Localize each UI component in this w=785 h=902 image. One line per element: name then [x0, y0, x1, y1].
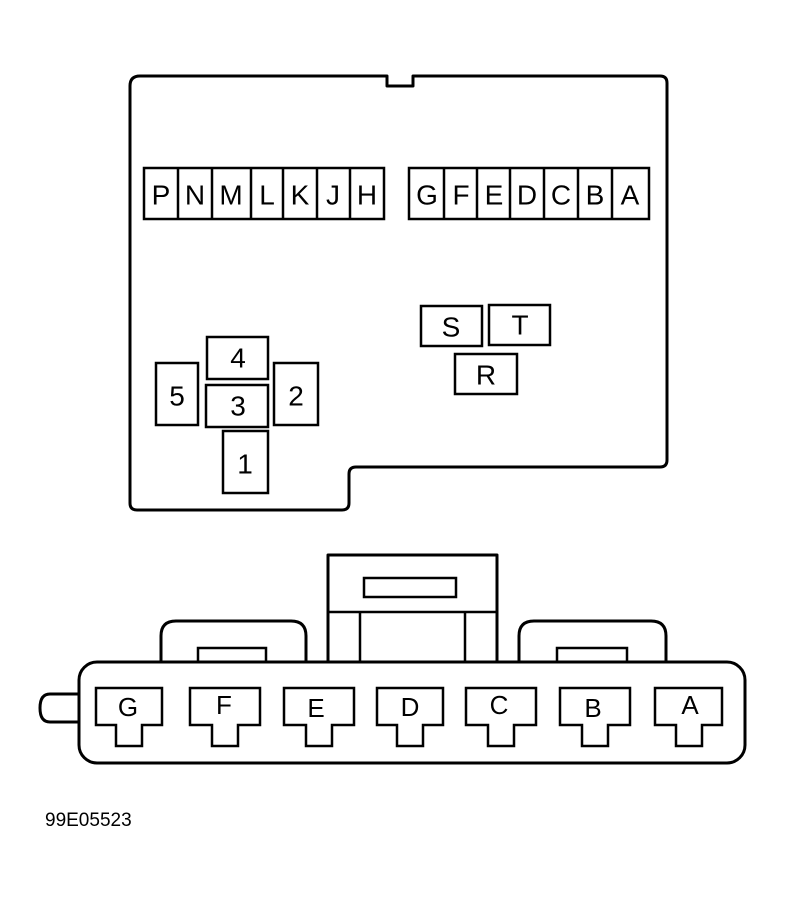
- terminal-label-e: E: [307, 693, 324, 723]
- pin-label-g: G: [416, 180, 438, 211]
- pin-box-2: [272, 361, 320, 427]
- terminal-label-a: A: [681, 690, 699, 720]
- pin-label-d: D: [517, 180, 537, 211]
- pin-label-r: R: [476, 360, 496, 391]
- right-pin-row: G F E D C B A: [407, 166, 651, 221]
- terminal-label-f: F: [216, 690, 232, 720]
- pin-label-m: M: [219, 180, 242, 211]
- terminal-label-c: C: [490, 690, 509, 720]
- pin-label-j: J: [326, 180, 340, 211]
- figure-id: 99E05523: [45, 810, 132, 831]
- terminal-label-d: D: [401, 692, 420, 722]
- pin-label-2: 2: [288, 381, 304, 412]
- pin-label-c: C: [551, 180, 571, 211]
- left-pin-row: P N M L K J H: [142, 166, 386, 221]
- pin-label-n: N: [185, 180, 205, 211]
- center-latch-slot: [362, 576, 458, 599]
- pin-box-3: [204, 383, 270, 429]
- terminal-cavity-g: [94, 686, 164, 748]
- pin-label-l: L: [259, 180, 275, 211]
- pin-label-b: B: [586, 180, 605, 211]
- pin-label-s: S: [442, 312, 461, 343]
- terminal-cavities: G F E D C B A: [94, 686, 724, 748]
- terminal-cavity-a: [653, 686, 724, 748]
- side-nub: [38, 692, 81, 724]
- terminal-cavity-b: [558, 686, 632, 748]
- top-connector-body: [128, 74, 669, 512]
- pin-box-1: [221, 429, 270, 495]
- pin-cluster-numbered: 4 5 3 2 1: [154, 335, 320, 495]
- pin-label-k: K: [291, 180, 310, 211]
- pin-label-t: T: [511, 310, 528, 341]
- terminal-cavity-e: [282, 686, 356, 748]
- pin-box-s: [419, 304, 484, 348]
- pin-label-1: 1: [237, 449, 253, 480]
- terminal-cavity-c: [464, 686, 538, 748]
- pin-label-e: E: [485, 180, 504, 211]
- pin-label-p: P: [152, 180, 171, 211]
- pin-box-t: [487, 303, 552, 347]
- pin-cluster-str: S T R: [419, 303, 552, 396]
- terminal-cavity-f: [188, 686, 262, 748]
- pin-label-3: 3: [230, 391, 246, 422]
- pin-label-4: 4: [230, 343, 246, 374]
- pin-label-a: A: [621, 180, 640, 211]
- terminal-cavity-d: [375, 686, 445, 748]
- pin-label-f: F: [452, 180, 469, 211]
- terminal-label-g: G: [118, 692, 138, 722]
- pin-box-5: [154, 361, 200, 427]
- terminal-label-b: B: [584, 693, 601, 723]
- pin-label-h: H: [357, 180, 377, 211]
- pin-label-5: 5: [169, 381, 185, 412]
- pin-box-4: [205, 335, 270, 381]
- pin-box-r: [453, 352, 519, 396]
